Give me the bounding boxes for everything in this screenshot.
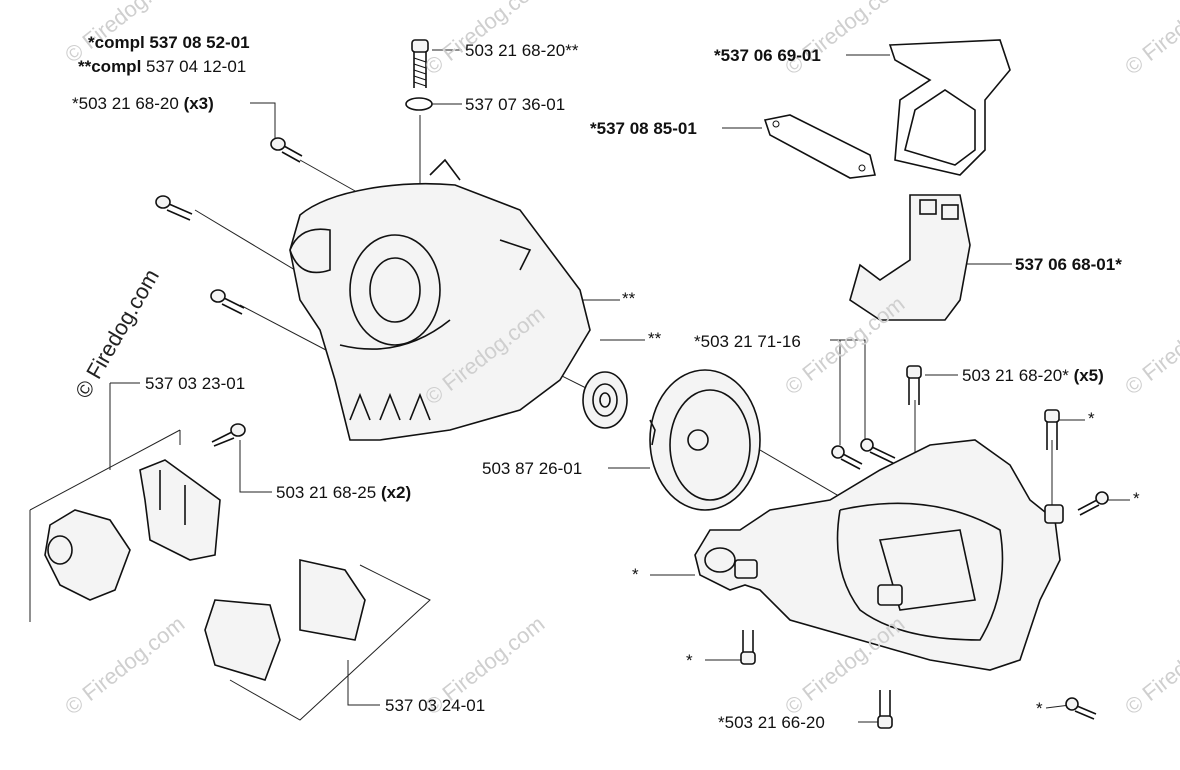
screw-left-3 <box>210 289 245 315</box>
sleeve <box>204 559 366 681</box>
screw-left-2 <box>155 195 193 221</box>
holder <box>44 459 221 601</box>
label-bolt-pair: *503 21 71-16 <box>694 332 801 351</box>
label-screw-top: 503 21 68-20** <box>465 41 579 60</box>
circlip <box>405 97 433 111</box>
legend-line-2: **compl 537 04 12-01 <box>78 57 247 76</box>
screw-bottom-left <box>740 630 756 665</box>
cylinder-cover <box>849 194 971 321</box>
screw-bottom-right <box>1065 697 1097 720</box>
cover-gasket <box>888 39 1011 176</box>
group-outline-sleeve <box>229 564 431 721</box>
label-star-bottom-left: * <box>686 651 693 670</box>
screw-right-top <box>1044 409 1060 450</box>
bolt-pair <box>831 438 896 470</box>
top-screw <box>411 39 429 88</box>
crankcase <box>694 439 1064 671</box>
label-screw-bottom: *503 21 66-20 <box>718 713 825 732</box>
legend-line-1: *compl 537 08 52-01 <box>88 33 250 52</box>
label-cover-gasket: *537 06 69-01 <box>714 46 821 65</box>
label-screw-x5: 503 21 68-20* (x5) <box>962 366 1104 385</box>
label-holder: 537 03 23-01 <box>145 374 246 393</box>
label-gasket: *537 08 85-01 <box>590 119 697 138</box>
starter-housing <box>289 158 591 441</box>
label-star-right-side: * <box>1133 489 1140 508</box>
gasket <box>763 114 876 179</box>
label-bearing-ref: ** <box>648 329 662 348</box>
label-star-left: * <box>632 565 639 584</box>
label-clutch-drum: 503 87 26-01 <box>482 459 583 478</box>
label-housing-ref: ** <box>622 289 636 308</box>
screw-left-1 <box>270 137 303 163</box>
label-cylinder-cover: 537 06 68-01* <box>1015 255 1122 274</box>
clutch-drum <box>649 369 761 511</box>
label-star-right-top: * <box>1088 409 1095 428</box>
label-sleeve: 537 03 24-01 <box>385 696 486 715</box>
screw-x2 <box>211 423 246 447</box>
label-star-bottom-right: * <box>1036 699 1043 718</box>
screw-bottom <box>877 690 893 729</box>
label-screw-x3: *503 21 68-20 (x3) <box>72 94 214 113</box>
label-screw-x2: 503 21 68-25 (x2) <box>276 483 412 502</box>
bearing <box>582 371 628 429</box>
label-circlip: 537 07 36-01 <box>465 95 566 114</box>
group-outline-holder <box>29 383 181 622</box>
screw-x5 <box>906 365 922 405</box>
screw-right-side <box>1077 491 1109 516</box>
